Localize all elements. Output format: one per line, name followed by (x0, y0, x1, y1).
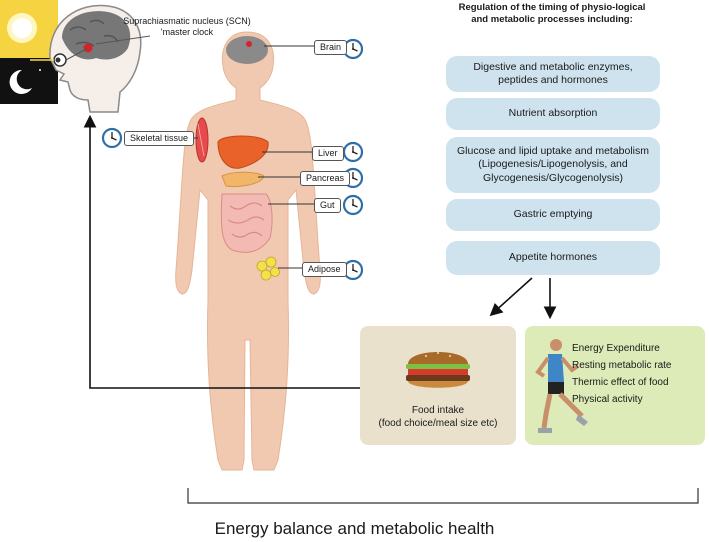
energy-item-resting: Resting metabolic rate (572, 360, 672, 371)
liver-clock-icon (342, 141, 364, 163)
day-night-icon (0, 0, 58, 104)
energy-item-physical: Physical activity (572, 394, 643, 405)
organ-connectors (188, 45, 314, 269)
liver-organ (217, 135, 269, 169)
organ-label-liver: Liver (312, 146, 344, 161)
runner-icon (535, 339, 588, 433)
food-intake-subtitle: (food choice/meal size etc) (378, 418, 498, 429)
organ-label-skeletal: Skeletal tissue (124, 131, 195, 146)
food-intake-title: Food intake (411, 405, 465, 416)
adipose-organ (256, 256, 280, 281)
food-intake-text: Food intake (food choice/meal size etc) (360, 404, 516, 430)
energy-item-thermic: Thermic effect of food (572, 377, 669, 388)
process-pill-enzymes: Digestive and metabolic enzymes, peptide… (446, 56, 660, 92)
gut-organ (220, 193, 273, 253)
arrow-to-food (489, 277, 533, 317)
brain-organ (226, 36, 268, 64)
energy-item-expenditure: Energy Expenditure (572, 343, 660, 354)
organ-label-adipose: Adipose (302, 262, 347, 277)
gut-clock-icon (342, 194, 364, 216)
process-pill-glucose-lipid: Glucose and lipid uptake and metabolism … (446, 137, 660, 193)
organ-label-gut: Gut (314, 198, 341, 213)
adipose-clock-icon (342, 259, 364, 281)
head-profile-icon (30, 4, 142, 113)
feedback-arrow (83, 114, 360, 389)
scn-label: Suprachiasmatic nucleus (SCN) 'master cl… (123, 16, 251, 37)
burger-icon (406, 352, 470, 388)
organ-label-brain: Brain (314, 40, 348, 55)
process-pill-gastric: Gastric emptying (446, 199, 660, 231)
organ-label-pancreas: Pancreas (300, 171, 351, 186)
process-pill-appetite: Appetite hormones (446, 241, 660, 275)
energy-balance-title: Energy balance and metabolic health (214, 519, 495, 538)
regulation-title: Regulation of the timing of physio-logic… (458, 2, 646, 25)
process-pill-absorption: Nutrient absorption (446, 98, 660, 130)
skeletal-clock-icon (101, 127, 123, 149)
energy-balance-bracket (187, 488, 699, 504)
energy-expenditure-list: Energy Expenditure Resting metabolic rat… (572, 340, 672, 408)
pancreas-organ (221, 171, 265, 187)
